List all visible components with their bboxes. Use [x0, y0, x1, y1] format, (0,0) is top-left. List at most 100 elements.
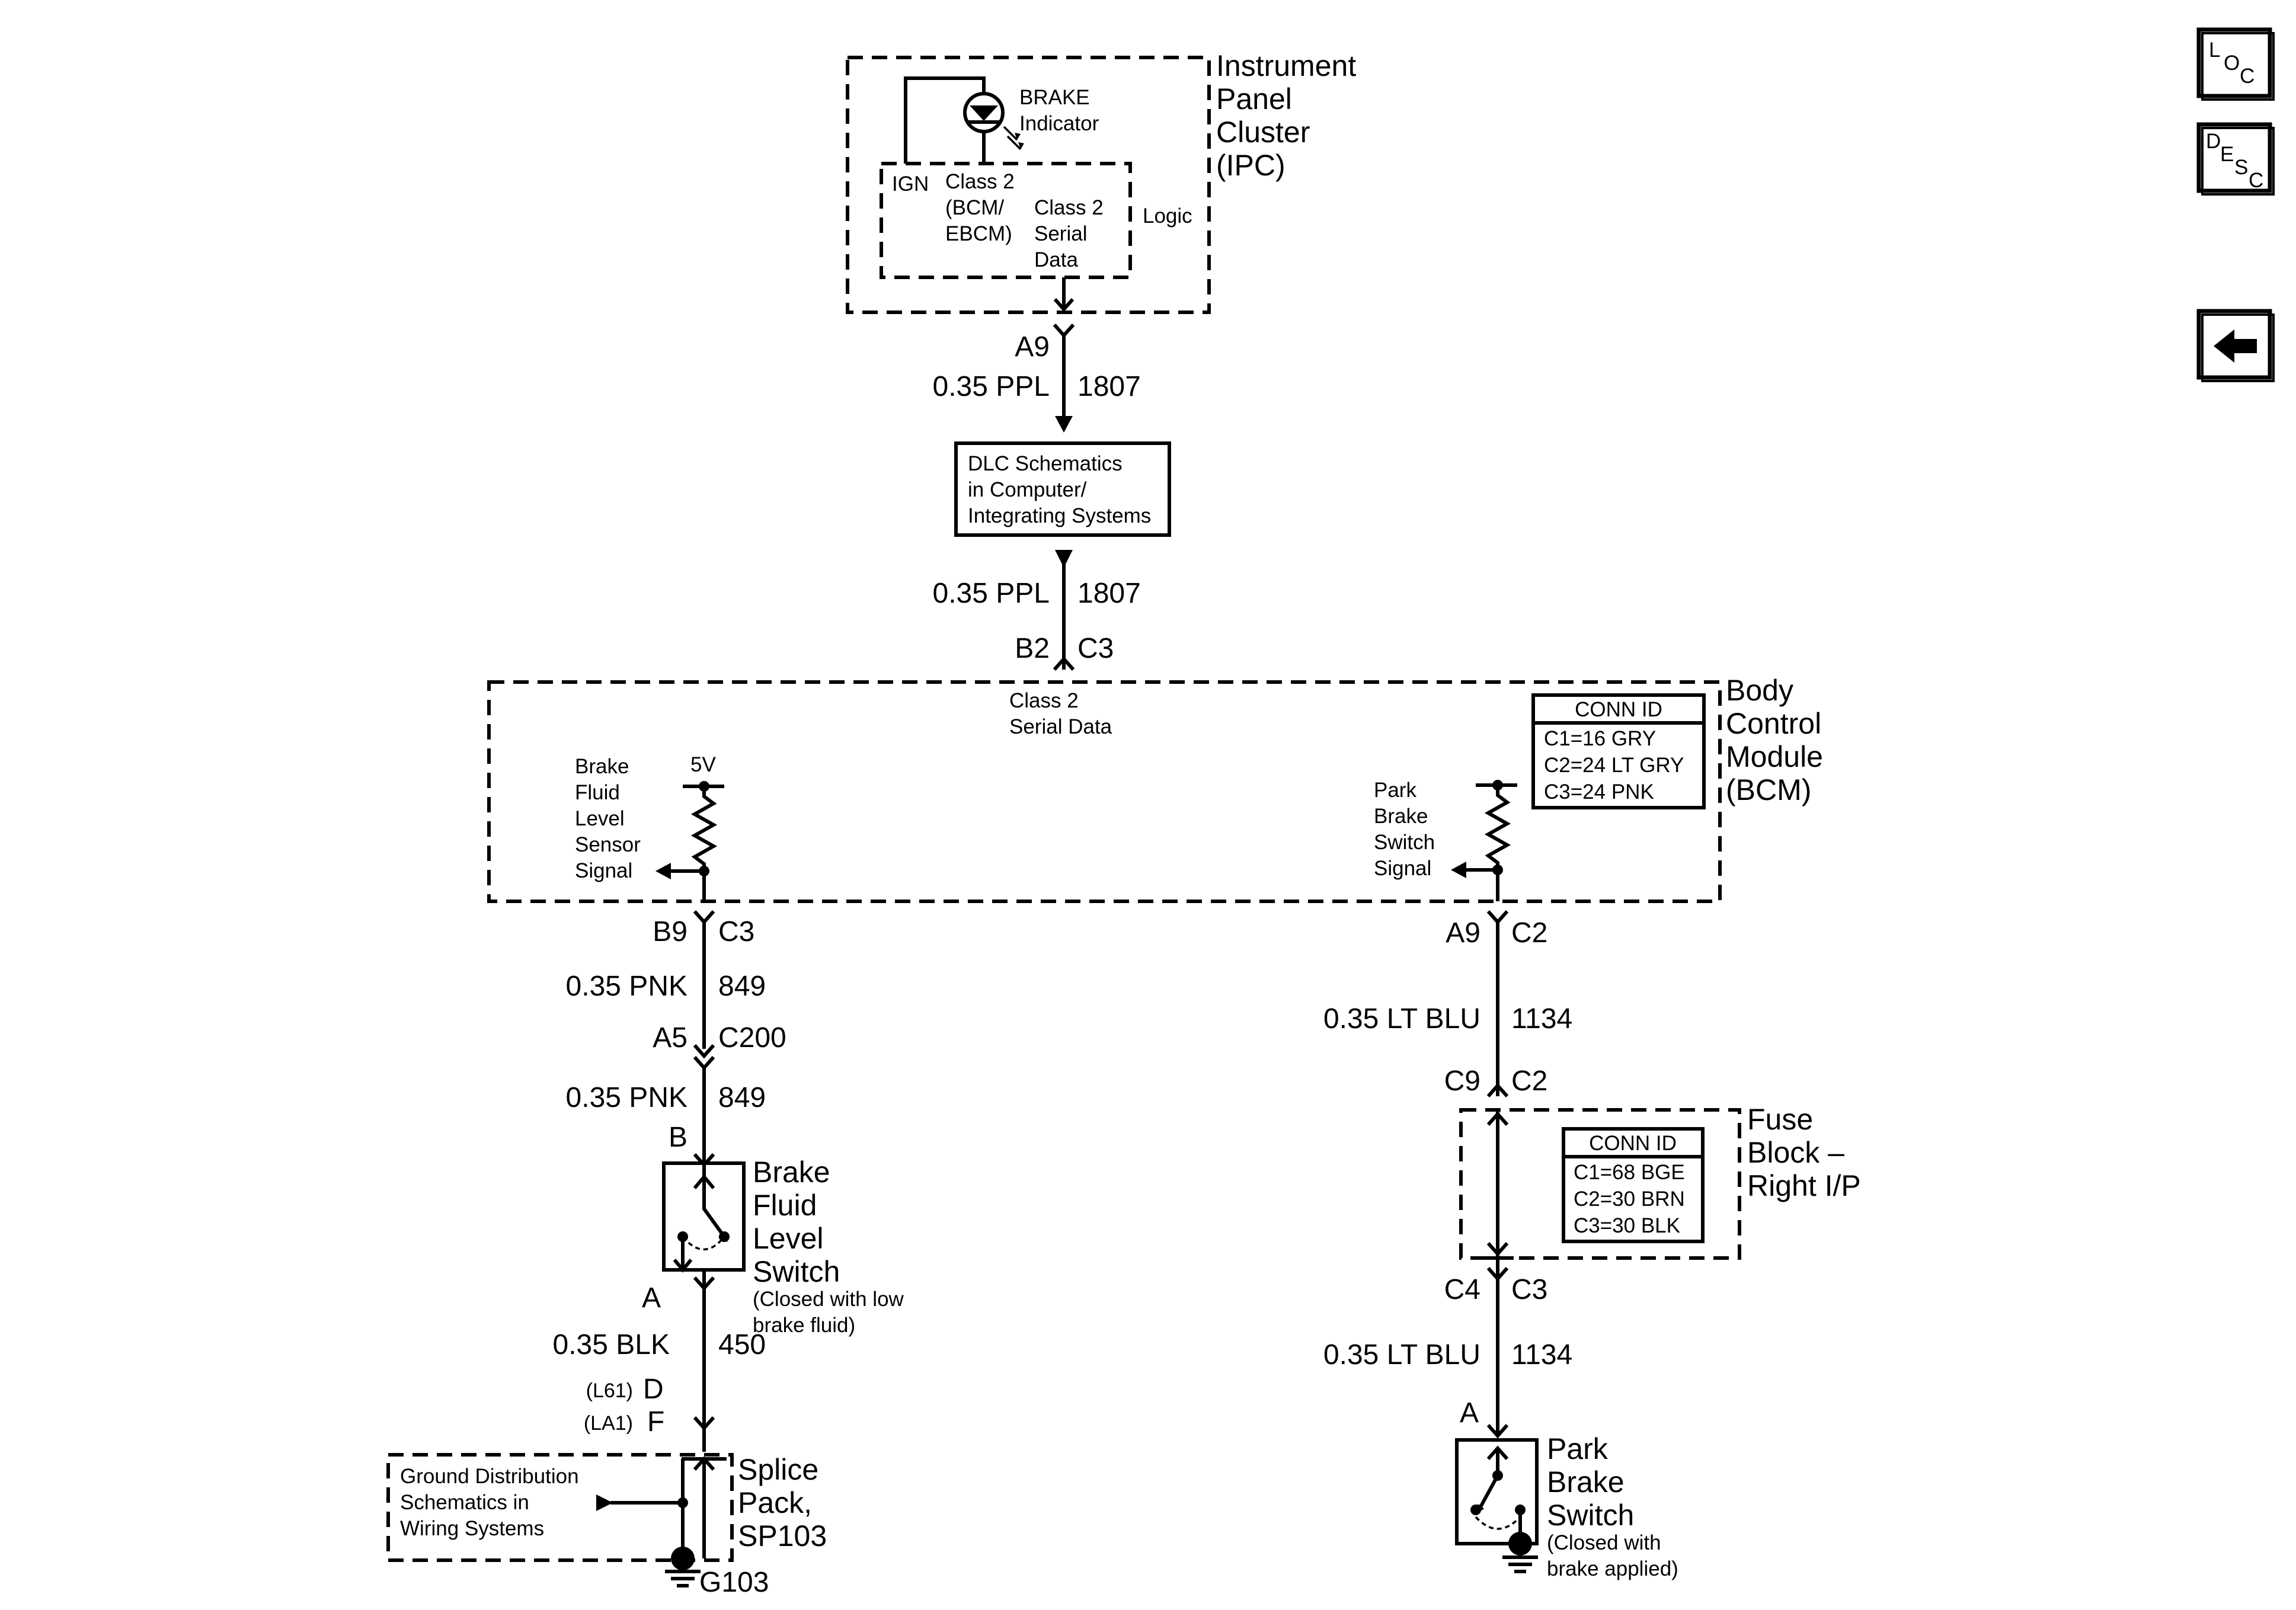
connector-c3-left-label: C3 [718, 916, 754, 948]
wire-1134-circuit-2: 1134 [1511, 1339, 1572, 1371]
bcm-title-3: Module [1726, 740, 1823, 773]
option-l61-pin: D [643, 1374, 664, 1405]
wire-dlc-to-bcm: 0.35 PPL 1807 B2 C3 [933, 550, 1141, 671]
brake-fluid-switch-note-1: (Closed with low [753, 1288, 904, 1311]
connector-c9-icon [1486, 1083, 1509, 1097]
connector-a9-right-icon [1486, 910, 1509, 925]
class2-serial-2: Serial [1034, 222, 1087, 245]
wire-1134-gauge-2: 0.35 LT BLU [1323, 1339, 1480, 1371]
ipc-title-4: (IPC) [1216, 149, 1285, 182]
park-switch-title-1: Park [1547, 1432, 1609, 1465]
option-l61-label: (L61) [586, 1379, 633, 1402]
ipc-title-3: Cluster [1216, 116, 1310, 149]
desc-letter-c: C [2249, 169, 2263, 192]
dlc-box-line-1: DLC Schematics [968, 452, 1123, 475]
bcm-module: Body Control Module (BCM) Class 2 Serial… [487, 674, 1823, 903]
brake-fluid-switch-title-3: Level [753, 1222, 824, 1255]
connector-b9-icon [693, 910, 715, 925]
brake-indicator-1: BRAKE [1019, 86, 1090, 109]
ground-dist-arrow-icon [596, 1494, 613, 1511]
fuse-block-boundary [1459, 1108, 1741, 1260]
ground-g103-icon [665, 1547, 701, 1587]
splice-title-2: Pack, [738, 1486, 812, 1519]
ign-feed-wire [904, 76, 986, 164]
class2-source-3: EBCM) [945, 222, 1012, 245]
park-brake-ground-icon [1502, 1532, 1538, 1573]
dlc-box-line-2: in Computer/ [968, 478, 1087, 501]
splice-pack-boundary [386, 1453, 734, 1562]
fuse-conn-id-header: CONN ID [1589, 1132, 1677, 1155]
bcm-class2-2: Serial Data [1009, 715, 1112, 738]
brake-fluid-switch-title-2: Fluid [753, 1189, 817, 1222]
option-la1-label: (LA1) [584, 1412, 633, 1435]
brake-indicator-icon [963, 92, 1024, 151]
right-circuit: A9 C2 0.35 LT BLU 1134 C9 C2 Fuse Block … [1323, 910, 1861, 1580]
dlc-box-frame[interactable] [954, 441, 1171, 537]
bcm-conn-id-row-1: C1=16 GRY [1544, 727, 1656, 750]
resistor-left-icon [690, 786, 718, 889]
ground-dist-3: Wiring Systems [400, 1517, 544, 1540]
pin-c4-label: C4 [1444, 1274, 1480, 1305]
brake-fluid-signal-4: Sensor [575, 833, 641, 856]
wire-849-circuit-2: 849 [718, 1082, 766, 1113]
wire-1807-gauge-2: 0.35 PPL [933, 578, 1050, 609]
bcm-conn-id-row-2: C2=24 LT GRY [1544, 754, 1684, 777]
brake-fluid-switch-title-1: Brake [753, 1156, 830, 1189]
class2-source-1: Class 2 [945, 170, 1015, 193]
desc-letter-s: S [2234, 156, 2248, 179]
bcm-title-4: (BCM) [1726, 773, 1811, 806]
class2-serial-3: Data [1034, 248, 1078, 271]
pin-b9-label: B9 [653, 916, 687, 948]
desc-letter-d: D [2206, 130, 2221, 153]
fuse-conn-id-row-3: C3=30 BLK [1574, 1214, 1680, 1237]
signal-arrow-left-icon [655, 863, 671, 879]
connector-df-icon [693, 1416, 715, 1431]
ipc-title-2: Panel [1216, 82, 1292, 116]
connector-a9-icon [1053, 324, 1075, 338]
wire-450-circuit: 450 [718, 1329, 766, 1361]
wire-1807-gauge: 0.35 PPL [933, 371, 1050, 402]
brake-fluid-switch-title-4: Switch [753, 1255, 840, 1288]
pin-a-label: A [642, 1282, 661, 1314]
brake-fluid-signal-3: Level [575, 807, 625, 830]
park-brake-signal-1: Park [1374, 779, 1416, 802]
wire-ipc-to-dlc: A9 0.35 PPL 1807 [933, 324, 1141, 433]
ground-dist-1: Ground Distribution [400, 1465, 579, 1488]
bcm-title-1: Body [1726, 674, 1793, 707]
loc-button[interactable]: L O C [2196, 27, 2275, 101]
connector-c200-label: C200 [718, 1022, 786, 1054]
pin-a-right-label: A [1460, 1397, 1479, 1429]
ign-label: IGN [892, 172, 929, 196]
arrow-left-icon [2214, 329, 2257, 363]
back-button[interactable] [2196, 309, 2275, 382]
wire-849-circuit-1: 849 [718, 971, 766, 1002]
splice-title-1: Splice [738, 1453, 818, 1486]
dlc-box[interactable]: DLC Schematics in Computer/ Integrating … [954, 441, 1171, 537]
loc-letter-l: L [2209, 39, 2220, 62]
fuse-conn-id-row-1: C1=68 BGE [1574, 1161, 1685, 1184]
connector-c2-right-label: C2 [1511, 917, 1547, 949]
ground-id-label: G103 [699, 1567, 769, 1598]
pullup-voltage-label: 5V [690, 753, 716, 776]
switch-contact-icon [702, 1179, 726, 1238]
signal-arrow-right-icon [1451, 862, 1466, 878]
option-la1-pin: F [647, 1406, 664, 1438]
wire-1807-circuit-2: 1807 [1077, 578, 1141, 609]
brake-indicator-2: Indicator [1019, 112, 1099, 135]
wire-1807-circuit: 1807 [1077, 371, 1141, 402]
fuse-block-title-1: Fuse [1747, 1103, 1813, 1136]
splice-title-3: SP103 [738, 1519, 827, 1553]
wire-arrow-down-icon [1055, 416, 1073, 433]
bcm-boundary [487, 680, 1722, 903]
ipc-serial-arrow-icon [1053, 298, 1075, 312]
ipc-boundary [846, 56, 1211, 314]
desc-button[interactable]: D E S C [2196, 122, 2275, 196]
connector-b2-icon [1053, 656, 1075, 671]
park-switch-note-2: brake applied) [1547, 1557, 1678, 1580]
park-switch-title-3: Switch [1547, 1499, 1634, 1532]
pin-b2-label: B2 [1015, 633, 1050, 664]
fuse-block-title-2: Block – [1747, 1136, 1844, 1169]
brake-fluid-level-switch [662, 1161, 746, 1273]
splice-bus [681, 1459, 706, 1558]
